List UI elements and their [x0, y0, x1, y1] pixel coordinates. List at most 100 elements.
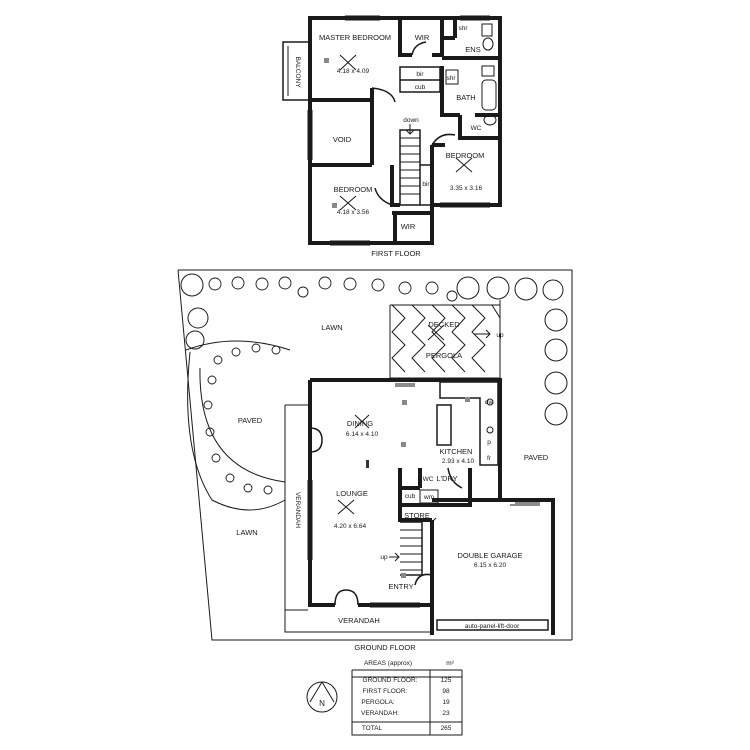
up-deck-label: up — [496, 332, 504, 339]
dining-name: DINING — [347, 419, 373, 428]
window-gf-1 — [307, 480, 313, 560]
kitchen-name: KITCHEN — [440, 447, 473, 456]
paved-arc-inner — [199, 367, 286, 483]
marker-gf-5 — [401, 573, 406, 578]
pergola-fan — [427, 324, 445, 341]
shrub — [251, 343, 261, 353]
bath-tub — [481, 79, 497, 111]
smoke-detector-ff-1 — [324, 58, 329, 63]
bedroom-left-size: 4.18 x 3.56 — [337, 209, 370, 216]
marker-gf-2 — [465, 397, 470, 402]
entry-label: ENTRY — [388, 582, 413, 591]
p-label: p — [487, 439, 491, 446]
decked-label: DECKED — [428, 320, 460, 329]
pergola-label: PERGOLA — [426, 351, 462, 360]
areas-row-value: 19 — [442, 699, 450, 706]
up-stair-label: up — [380, 554, 388, 561]
verandah-front-label: VERANDAH — [338, 616, 380, 625]
lawn-left-label: LAWN — [236, 528, 257, 537]
wir-top-wall — [398, 18, 444, 57]
bath-basin — [481, 65, 495, 77]
areas-row-label: GROUND FLOOR: — [363, 677, 418, 684]
marker-gf-3 — [401, 442, 406, 447]
shrub — [278, 276, 292, 290]
wir-top-door-swing — [411, 41, 427, 56]
bath-shower — [445, 69, 459, 85]
window-gf-2 — [370, 602, 420, 608]
ground-stair-treads — [400, 529, 422, 571]
bedroom-left-wall — [390, 165, 432, 243]
fan-dining — [354, 414, 370, 429]
marker-gf-4 — [366, 460, 369, 468]
lounge-name: LOUNGE — [336, 489, 368, 498]
site-boundary-top — [178, 269, 573, 640]
cooktop — [486, 426, 494, 434]
stair-arrow — [405, 124, 415, 135]
site-boundary-left — [177, 269, 572, 641]
window-ff-4 — [330, 240, 370, 246]
shrub — [425, 281, 439, 295]
site — [177, 269, 573, 641]
fan-lounge — [337, 499, 355, 515]
master-bedroom-wall — [312, 88, 374, 102]
fan-bedroom-right — [455, 157, 473, 173]
kitchen-island — [436, 404, 452, 446]
store-label: STORE — [404, 511, 430, 520]
shrub — [371, 278, 385, 292]
wc-gf-label: WC — [423, 476, 434, 483]
sink — [486, 398, 494, 406]
north-arrow-letter: N — [319, 699, 325, 708]
ldry-label: L'DRY — [436, 474, 457, 483]
tree — [542, 279, 564, 301]
areas-table: AREAS (approx) m² GROUND FLOOR: 125 FIRS… — [351, 660, 463, 736]
entry-door-swing — [414, 573, 433, 586]
landing-wall — [312, 100, 374, 167]
areas-table-frame — [351, 669, 463, 736]
ens-label: ENS — [465, 45, 480, 54]
stair-up-arrow — [389, 552, 400, 562]
shrub — [297, 286, 309, 298]
tree — [185, 330, 205, 350]
north-arrow: N — [306, 681, 338, 713]
shrub — [398, 281, 412, 295]
stair-treads — [400, 137, 420, 195]
double-garage-size: 6.15 x 6.20 — [474, 562, 507, 569]
marker-gf-1 — [402, 400, 407, 405]
paved-arc-outer — [185, 340, 291, 351]
tree — [486, 276, 510, 300]
ground-floor: LAWN DECKED PERGOLA up PAVED DINING 6.14… — [236, 320, 555, 652]
tree — [514, 277, 538, 301]
tree — [456, 276, 480, 300]
garage-door-track — [436, 619, 549, 631]
store-wall — [398, 505, 432, 522]
front-double-door — [334, 589, 359, 606]
areas-row-label: PERGOLA: — [361, 699, 394, 706]
paved-left-label: PAVED — [238, 416, 263, 425]
tree — [187, 307, 209, 329]
bedroom-right-wall — [430, 143, 445, 205]
areas-row-label: VERANDAH: — [361, 710, 399, 717]
shrub — [318, 276, 332, 290]
areas-row-value: 23 — [442, 710, 450, 717]
wm-box — [419, 489, 439, 504]
down-label: down — [403, 117, 419, 124]
tree — [544, 338, 568, 362]
wm-label: wm — [423, 494, 434, 501]
wir-top-label: WIR — [415, 33, 430, 42]
master-bedroom-name: MASTER BEDROOM — [319, 33, 391, 42]
shrub — [243, 483, 253, 493]
balcony-outline — [282, 41, 308, 101]
fan-master — [339, 54, 357, 71]
smoke-detector-ff-2 — [332, 203, 337, 208]
wc-toilet — [483, 114, 497, 126]
shrub — [213, 355, 223, 365]
master-bedroom-size: 4.18 x 4.09 — [337, 68, 370, 75]
fan-bedroom-left — [339, 195, 357, 211]
wc-ff-label: WC — [471, 125, 482, 132]
laundry-block-wall — [398, 468, 472, 507]
ensuite-wall — [442, 18, 500, 60]
wc-wall — [458, 115, 500, 140]
tree — [180, 273, 204, 297]
bedroom-left-door-swing — [374, 187, 393, 206]
